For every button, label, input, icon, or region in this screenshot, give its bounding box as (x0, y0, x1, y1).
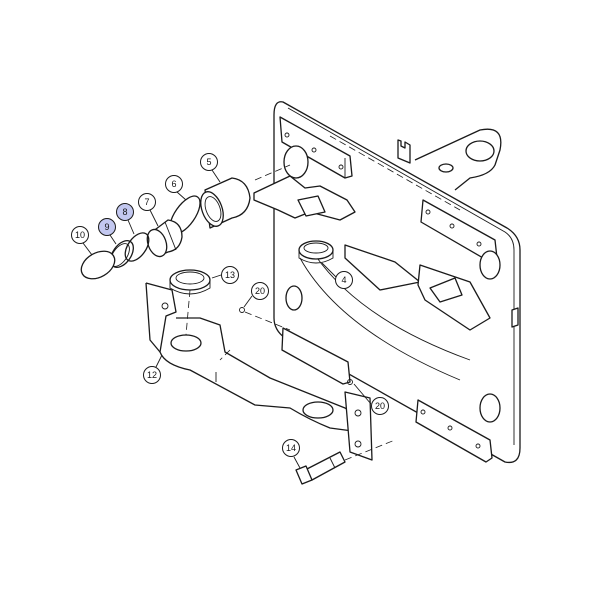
leader-lines (82, 169, 372, 469)
fitting-20b (347, 379, 353, 385)
piston-7 (146, 219, 183, 258)
callout-6[interactable]: 6 (165, 175, 183, 193)
bushing-4 (298, 240, 334, 264)
fitting-20a (239, 307, 245, 313)
callout-12[interactable]: 12 (143, 366, 161, 384)
callout-20-lower[interactable]: 20 (371, 397, 389, 415)
main-frame (253, 101, 521, 464)
callout-9[interactable]: 9 (98, 218, 116, 236)
callout-13[interactable]: 13 (221, 266, 239, 284)
bolt-14 (295, 451, 346, 485)
callout-4[interactable]: 4 (335, 271, 353, 289)
callout-5[interactable]: 5 (200, 153, 218, 171)
arm-12 (145, 282, 373, 461)
callout-10[interactable]: 10 (71, 226, 89, 244)
callout-8[interactable]: 8 (116, 203, 134, 221)
callout-20-upper[interactable]: 20 (251, 282, 269, 300)
bushing-5 (200, 177, 251, 229)
callout-14[interactable]: 14 (282, 439, 300, 457)
callout-7[interactable]: 7 (138, 193, 156, 211)
